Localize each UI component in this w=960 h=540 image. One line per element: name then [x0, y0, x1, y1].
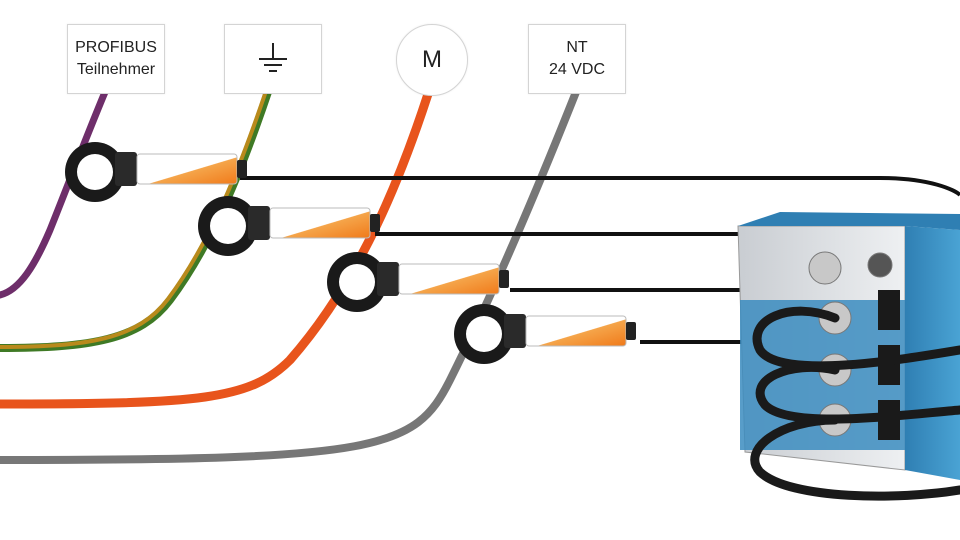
- device-cable-loops: [750, 306, 960, 501]
- ground-label: [224, 24, 322, 94]
- signal-cable-1: [240, 176, 960, 197]
- power-supply-label-line2: 24 VDC: [548, 61, 606, 78]
- current-sensor-1: [65, 142, 247, 202]
- motor-label: M: [396, 24, 468, 96]
- profibus-label: PROFIBUS Teilnehmer: [67, 24, 165, 94]
- ground-icon: [259, 43, 287, 72]
- measurement-device: [737, 212, 960, 501]
- current-sensor-2: [198, 196, 380, 256]
- power-cable: [0, 90, 580, 464]
- motor-label-text: M: [422, 46, 442, 73]
- profibus-label-line2: Teilnehmer: [76, 61, 156, 78]
- current-sensor-4: [454, 304, 636, 364]
- profibus-cable: [0, 88, 109, 299]
- device-connectors: [808, 251, 893, 437]
- power-supply-label-line1: NT: [566, 39, 588, 56]
- ground-cable: [0, 90, 272, 352]
- power-supply-label: NT 24 VDC: [528, 24, 626, 94]
- current-sensor-3: [327, 252, 509, 312]
- device-terminal-blocks: [878, 290, 900, 440]
- profibus-label-line1: PROFIBUS: [75, 39, 157, 56]
